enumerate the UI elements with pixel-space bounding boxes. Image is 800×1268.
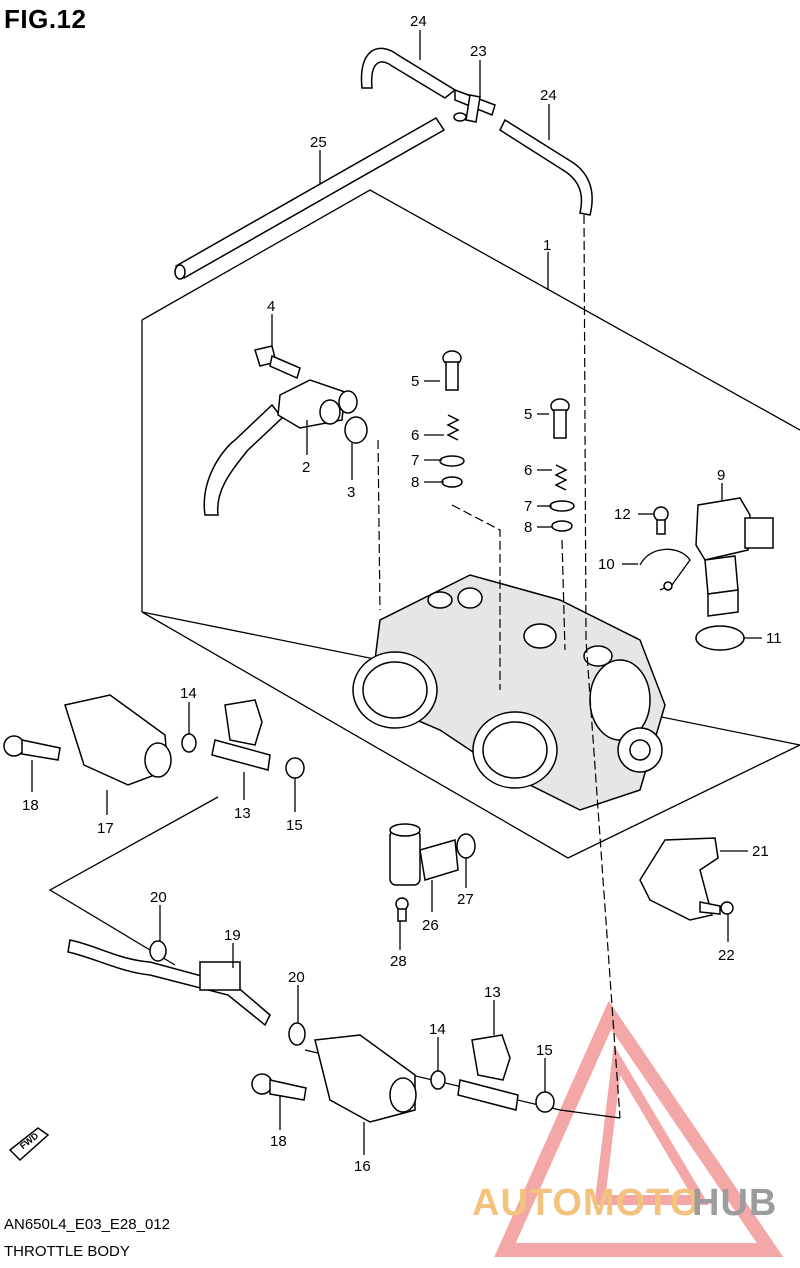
o-ring-27	[456, 833, 476, 859]
hose-24-left	[360, 47, 457, 99]
idle-speed-sensor-9	[695, 497, 774, 617]
watermark-triangle-logo	[494, 1000, 784, 1257]
callout-21: 21	[752, 843, 769, 860]
injector-13-upper	[211, 699, 271, 771]
callout-16: 16	[354, 1158, 371, 1175]
alignment-line-d	[583, 214, 621, 1119]
o-ring-20-upper	[149, 940, 167, 962]
throttle-position-sensor-2	[203, 379, 358, 516]
o-ring-14-upper	[181, 733, 197, 753]
callout-28: 28	[390, 953, 407, 970]
alignment-line-a	[377, 439, 381, 611]
hose-24-right	[499, 118, 593, 216]
callout-11: 11	[766, 630, 782, 647]
o-ring-3	[344, 416, 368, 444]
callout-8: 8	[524, 519, 532, 536]
idle-screw-stack-left	[439, 350, 465, 488]
idle-screw-stack-right	[549, 398, 575, 532]
callout-6: 6	[411, 427, 419, 444]
callout-12: 12	[614, 506, 631, 523]
callout-labels: 24 23 24 25 1 4 5 6 7 8 5 6 7 8 2 3 9 12…	[22, 13, 782, 1175]
o-ring-14-lower	[430, 1070, 446, 1090]
callout-26: 26	[422, 917, 439, 934]
figure-code: AN650L4_E03_E28_012	[4, 1216, 170, 1233]
leader-lines	[31, 30, 762, 1155]
callout-1: 1	[543, 237, 551, 254]
bracket-21	[639, 837, 719, 921]
callout-2: 2	[302, 459, 310, 476]
callout-4: 4	[267, 298, 275, 315]
callout-13: 13	[234, 805, 251, 822]
joint-23	[453, 88, 496, 123]
callout-10: 10	[598, 556, 615, 573]
forward-direction-badge: FWD	[8, 1127, 50, 1162]
callout-24: 24	[540, 87, 557, 104]
screw-12	[653, 506, 669, 535]
bolt-18-upper	[3, 735, 61, 761]
callout-17: 17	[97, 820, 114, 837]
callout-25: 25	[310, 134, 327, 151]
clamp-10	[639, 548, 691, 591]
o-ring-20-lower	[288, 1022, 306, 1046]
callout-23: 23	[470, 43, 487, 60]
injector-13-lower	[457, 1034, 519, 1111]
callout-20: 20	[288, 969, 305, 986]
callout-24: 24	[410, 13, 427, 30]
watermark-brand-hub: HUB	[692, 1182, 778, 1224]
callout-3: 3	[347, 484, 355, 501]
screw-28	[395, 897, 409, 922]
callout-27: 27	[457, 891, 474, 908]
alignment-line-b	[451, 504, 501, 690]
injector-holder-17	[64, 694, 172, 786]
callout-5: 5	[524, 406, 532, 423]
callout-18: 18	[22, 797, 39, 814]
callout-9: 9	[717, 467, 725, 484]
callout-8: 8	[411, 474, 419, 491]
callout-13: 13	[484, 984, 501, 1001]
washer-15-upper	[285, 757, 305, 779]
callout-14: 14	[180, 685, 197, 702]
injector-holder-16	[314, 1034, 417, 1123]
callout-15: 15	[536, 1042, 553, 1059]
alignment-line-c	[561, 539, 566, 651]
callout-14: 14	[429, 1021, 446, 1038]
screw-22	[699, 901, 734, 915]
watermark-brand-automoto: AUTOMOTO	[472, 1182, 701, 1224]
callout-20: 20	[150, 889, 167, 906]
callout-7: 7	[411, 452, 419, 469]
fitting-26	[389, 823, 459, 886]
throttle-body-1	[352, 574, 666, 811]
figure-name: THROTTLE BODY	[4, 1243, 130, 1260]
callout-18: 18	[270, 1133, 287, 1150]
o-ring-11	[695, 625, 745, 651]
washer-15-lower	[535, 1091, 555, 1113]
callout-22: 22	[718, 947, 735, 964]
fuel-pipe-19	[67, 939, 271, 1027]
callout-15: 15	[286, 817, 303, 834]
figure-title: FIG.12	[4, 4, 87, 34]
callout-19: 19	[224, 927, 241, 944]
callout-7: 7	[524, 498, 532, 515]
hose-25	[174, 117, 446, 280]
callout-5: 5	[411, 373, 419, 390]
callout-6: 6	[524, 462, 532, 479]
bolt-4	[254, 345, 301, 380]
bolt-18-lower	[251, 1073, 307, 1101]
